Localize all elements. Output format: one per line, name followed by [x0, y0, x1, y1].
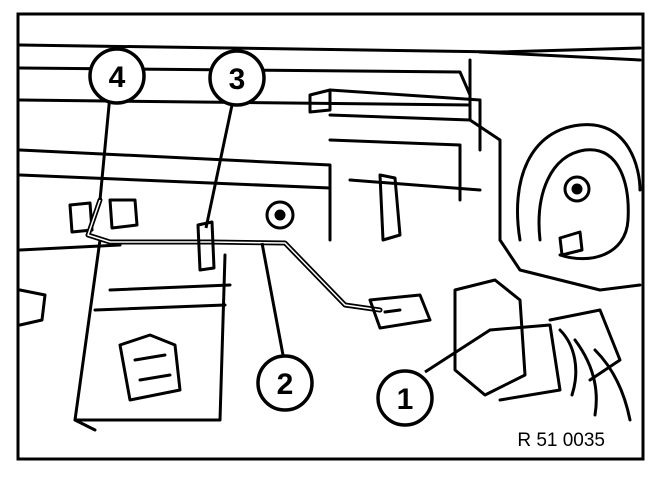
callout-3-label: 3 [229, 63, 246, 96]
callout-1-label: 1 [397, 383, 414, 416]
callout-2-label: 2 [277, 368, 294, 401]
leader-line-1 [424, 328, 491, 374]
callout-2: 2 [256, 354, 314, 412]
reference-code: R 51 0035 [517, 430, 605, 451]
line-art [18, 43, 642, 432]
callout-4-label: 4 [109, 61, 126, 94]
callout-4: 4 [88, 47, 146, 105]
leader-line-3 [204, 104, 234, 229]
callout-1: 1 [376, 369, 434, 427]
leader-line-2 [260, 242, 285, 356]
leader-line-4 [98, 94, 112, 201]
callout-3: 3 [208, 49, 266, 107]
leader-lines [98, 94, 491, 374]
